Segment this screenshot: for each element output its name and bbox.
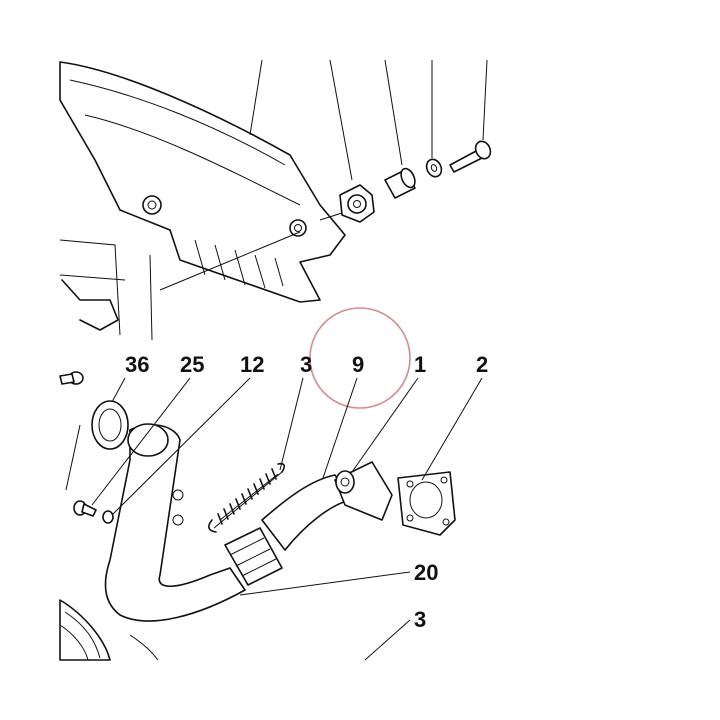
callout-2: 2 [476,352,488,377]
callout-3-upper: 3 [300,352,312,377]
gasket-plate [397,471,456,536]
spring [208,462,286,533]
callout-12: 12 [240,352,264,377]
washer [425,158,443,178]
exhaust-manifold [104,423,246,622]
upper-leaders [159,59,488,291]
lower-leaders [91,377,483,661]
dash-leader [65,424,81,491]
gasket-ring [91,400,129,450]
clamp-sleeve [224,527,283,586]
screw-upper [449,140,492,173]
bolt-12 [73,500,114,524]
heat-shield [59,61,346,303]
callout-3-lower: 3 [414,607,426,632]
highlight-circle [309,307,411,409]
frame-outline [59,239,153,341]
callout-1: 1 [414,352,426,377]
silencer-end [59,599,159,661]
callout-36: 36 [125,352,149,377]
screw-36 [59,371,84,385]
callout-20: 20 [414,560,438,585]
spacer-bush [384,167,416,199]
callout-25: 25 [180,352,204,377]
callout-9: 9 [352,352,364,377]
flange [334,461,393,521]
rubber-grommet [339,184,375,223]
